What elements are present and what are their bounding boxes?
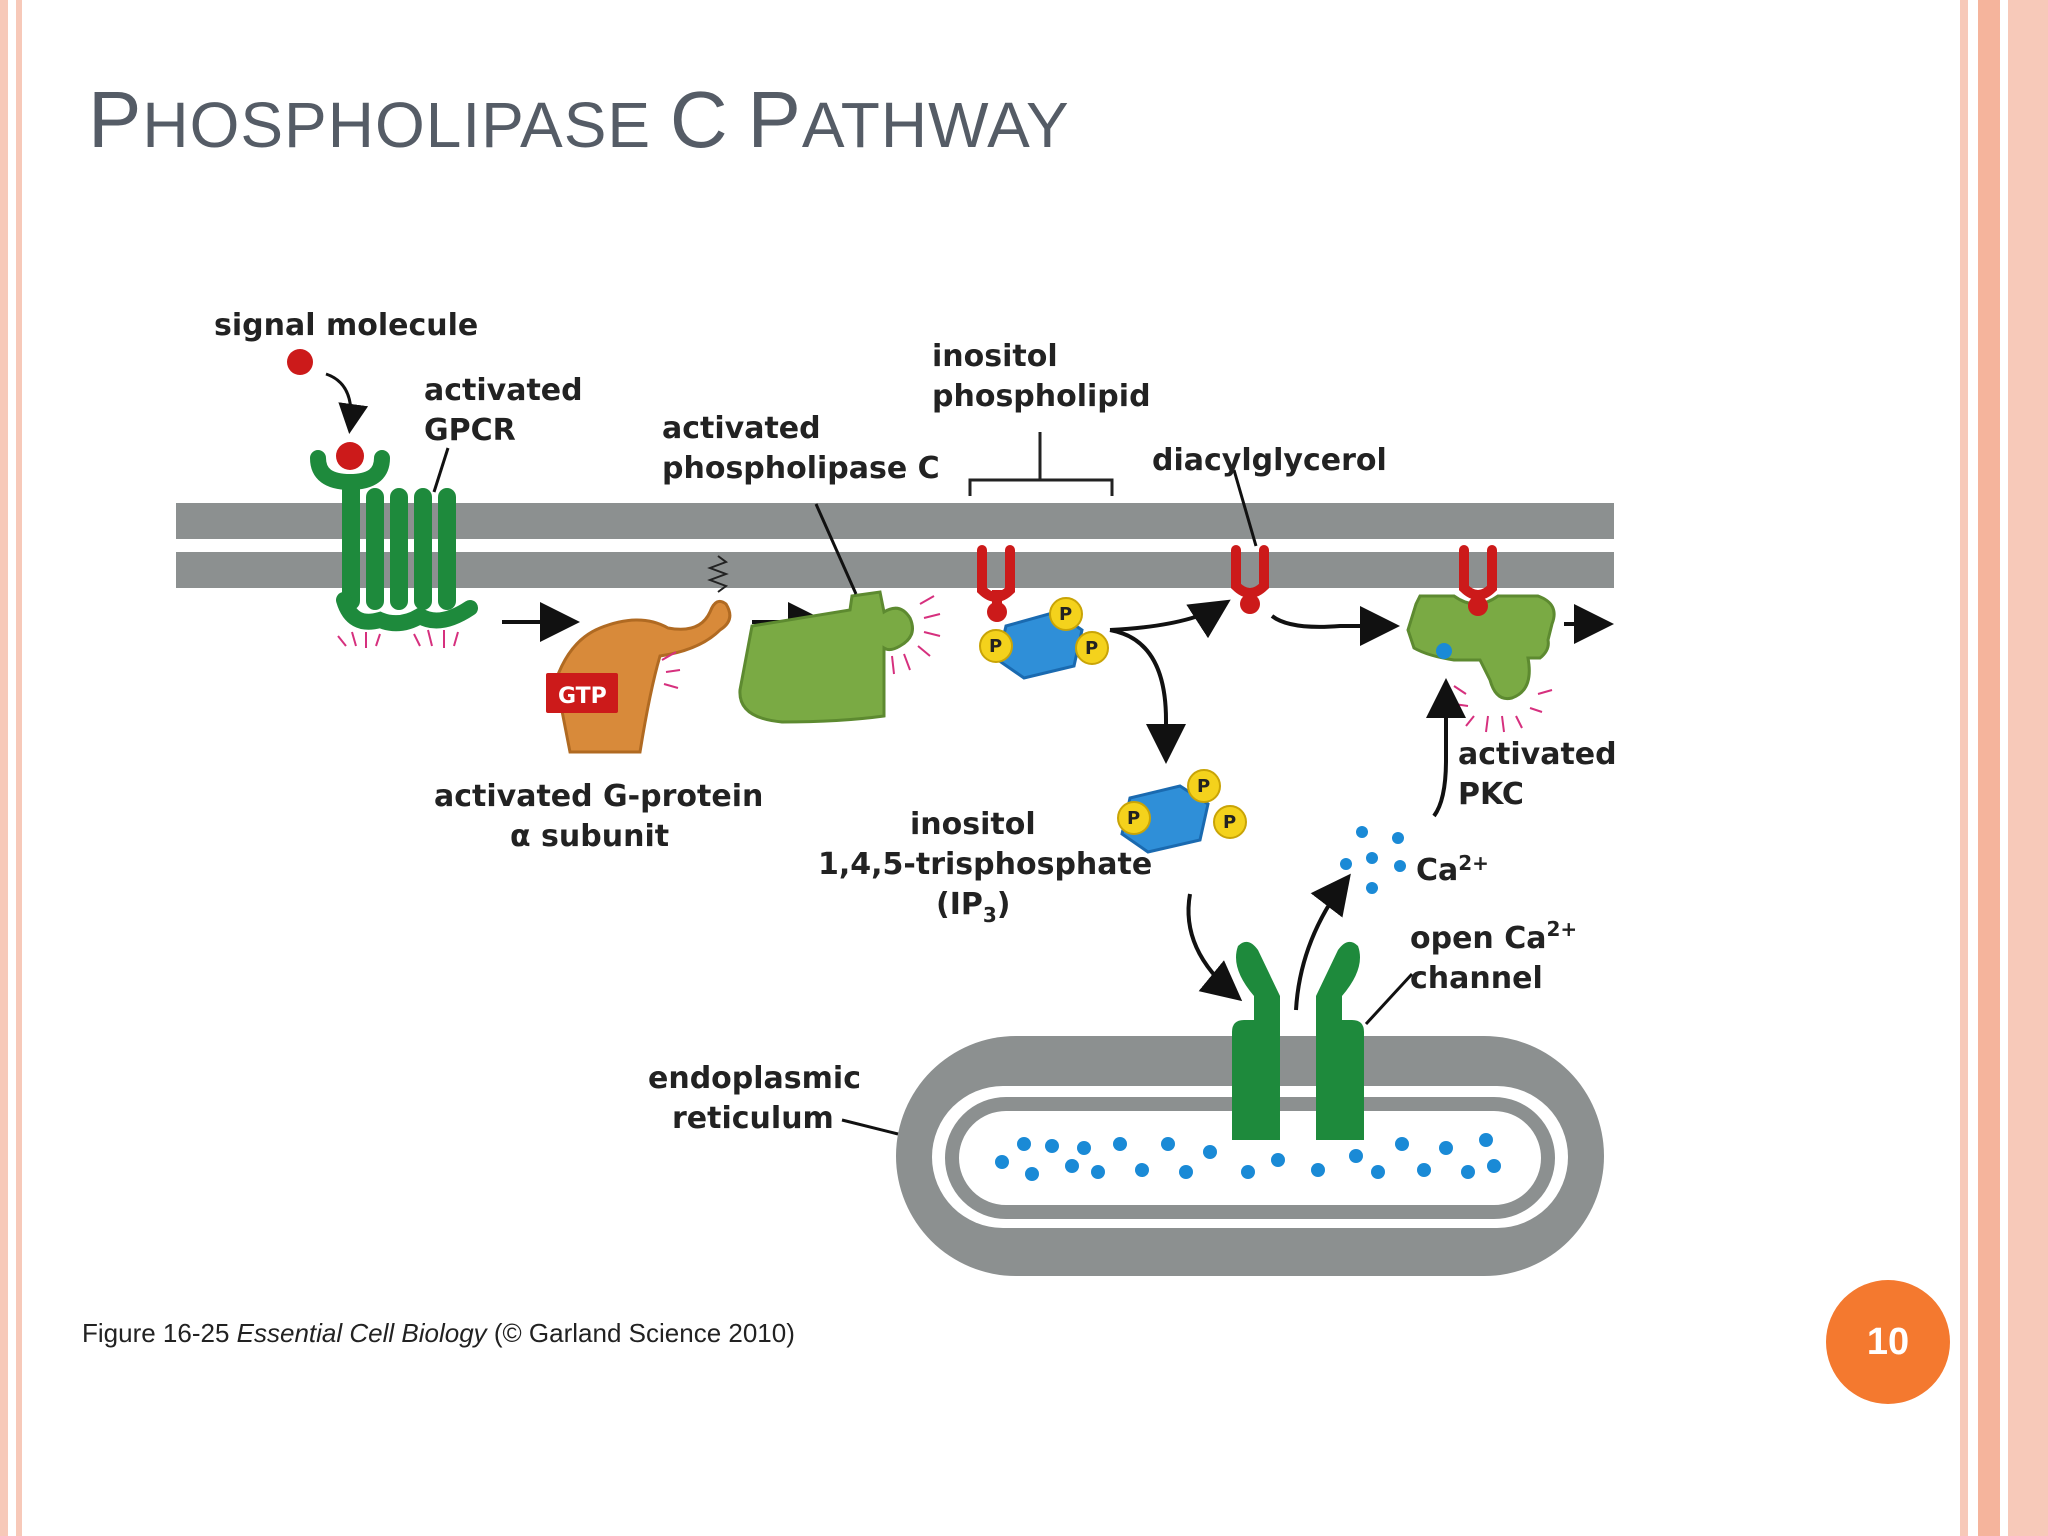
ip3-label: (IP3)	[936, 887, 1011, 927]
phospholipase-c-icon	[738, 590, 941, 724]
arrow-calcium-release	[1294, 873, 1351, 1011]
activated-gpcr-label: activated	[424, 373, 583, 408]
phosphate-label: P	[1197, 776, 1210, 797]
ip3-label: inositol	[910, 807, 1036, 842]
inositol-phospholipid-bracket	[968, 432, 1114, 496]
released-calcium-ions	[1340, 826, 1406, 894]
arrow-calcium-to-pkc	[1426, 678, 1466, 818]
er-label: reticulum	[672, 1101, 834, 1136]
slide-border-right-inner	[1960, 0, 1968, 1536]
plc-pointer-line	[814, 503, 858, 595]
pkc-icon	[1406, 545, 1556, 733]
slide-border-left-inner	[16, 0, 22, 1536]
g-protein-label: activated G-protein	[434, 779, 763, 814]
open-calcium-channel-icon	[1232, 941, 1364, 1140]
channel-label: open Ca2+	[1410, 917, 1577, 956]
inositol-phospholipid-label: inositol	[932, 339, 1058, 374]
phosphate-label: P	[1223, 812, 1236, 833]
activated-plc-label: phospholipase C	[662, 451, 940, 486]
diacylglycerol-icon	[1231, 545, 1269, 614]
slide-title: PHOSPHOLIPASE C PATHWAY	[88, 74, 1070, 166]
g-protein-label: α subunit	[510, 819, 669, 854]
phosphate-label: P	[989, 636, 1002, 657]
caption-prefix: Figure 16-25	[82, 1318, 237, 1348]
activated-plc-label: activated	[662, 411, 821, 446]
arrow-ip3-to-channel	[1186, 893, 1243, 1002]
er-calcium-store	[995, 1133, 1501, 1181]
gpcr-pointer-line	[432, 447, 450, 493]
arrow-to-pkc	[1270, 606, 1400, 646]
inositol-phospholipid-icon	[977, 545, 1015, 622]
diacylglycerol-pointer-line	[1232, 469, 1258, 547]
caption-suffix: (© Garland Science 2010)	[486, 1318, 795, 1348]
caption-book-title: Essential Cell Biology	[236, 1318, 487, 1348]
inositol-phospholipid-label: phospholipid	[932, 379, 1151, 414]
title-part: HOSPHOLIPASE	[142, 89, 670, 161]
er-label: endoplasmic	[648, 1061, 861, 1096]
ip3-molecule-icon	[1117, 769, 1247, 854]
activated-gpcr-label: GPCR	[424, 413, 516, 448]
arrow-to-diacylglycerol	[1109, 599, 1231, 639]
er-pointer-line	[841, 1118, 899, 1136]
phosphate-label: P	[1085, 638, 1098, 659]
signal-molecule-icon	[287, 349, 313, 375]
slide-border-left-outer	[0, 0, 8, 1536]
activated-pkc-label: activated	[1458, 737, 1617, 772]
slide-number-badge: 10	[1826, 1280, 1950, 1404]
ip3-label: 1,4,5-trisphosphate	[818, 847, 1152, 882]
pip2-head-group-icon	[979, 597, 1109, 680]
diacylglycerol-label: diacylglycerol	[1152, 443, 1387, 478]
figure-caption: Figure 16-25 Essential Cell Biology (© G…	[82, 1318, 795, 1349]
gtp-label: GTP	[558, 684, 607, 709]
calcium-label: Ca2+	[1416, 851, 1489, 888]
activated-pkc-label: PKC	[1458, 777, 1524, 812]
phosphate-label: P	[1059, 604, 1072, 625]
slide-number: 10	[1866, 1320, 1910, 1363]
title-part: P	[88, 75, 143, 164]
title-part: ATHWAY	[801, 89, 1070, 161]
slide-border-right-middle	[1978, 0, 2000, 1536]
title-part: C	[669, 75, 729, 164]
signal-molecule-label: signal molecule	[214, 308, 478, 343]
g-protein-alpha-subunit-icon	[546, 555, 732, 754]
gpcr-receptor-icon	[310, 442, 478, 648]
title-part: P	[747, 75, 802, 164]
channel-label: channel	[1410, 961, 1543, 996]
channel-pointer-line	[1364, 972, 1414, 1026]
signal-arrow	[325, 372, 369, 434]
phosphate-label: P	[1127, 808, 1140, 829]
arrow-to-ip3	[1109, 628, 1186, 764]
slide-border-right-outer	[2008, 0, 2048, 1536]
